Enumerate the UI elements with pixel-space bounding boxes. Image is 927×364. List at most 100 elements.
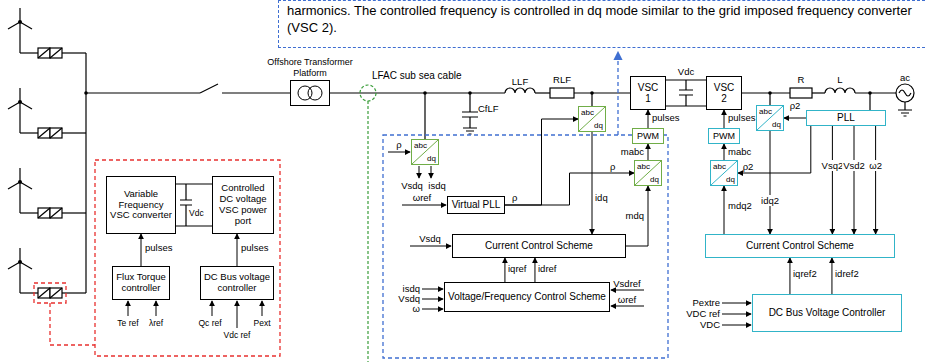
signal-label: isdq bbox=[403, 283, 420, 294]
blue-region bbox=[383, 52, 668, 358]
power-wire bbox=[574, 92, 630, 93]
signal-label: pulses bbox=[728, 112, 755, 123]
signal-label: Vsdref bbox=[613, 278, 640, 289]
signal-label: pulses bbox=[241, 242, 268, 253]
wind-turbine bbox=[8, 88, 86, 138]
box-text: VSC 2 bbox=[710, 82, 738, 105]
block-diagonal bbox=[635, 161, 661, 185]
power-wire bbox=[869, 93, 870, 110]
signal-label: iqref bbox=[508, 263, 526, 274]
signal-label: ρ bbox=[610, 161, 615, 172]
power-wire bbox=[790, 88, 812, 98]
cable-marker bbox=[367, 101, 368, 362]
signal-label: Vdc bbox=[189, 208, 204, 219]
signal-arrow bbox=[724, 186, 725, 234]
signal-stub bbox=[262, 301, 263, 316]
power-wire bbox=[855, 92, 896, 93]
signal-label: R bbox=[798, 74, 805, 85]
power-wire bbox=[591, 93, 592, 106]
signal-arrow bbox=[770, 131, 771, 234]
transformer-symbol bbox=[291, 81, 329, 105]
signal-arrow bbox=[534, 258, 535, 282]
power-wire bbox=[424, 93, 425, 139]
signal-label: Vdc bbox=[678, 66, 694, 77]
signal-label: mabc bbox=[621, 146, 644, 157]
pwm-block: PWM bbox=[632, 128, 664, 144]
control-scheme-box: Voltage/Frequency Control Scheme bbox=[444, 282, 610, 312]
power-wire bbox=[222, 92, 290, 93]
signal-label: VDC ref bbox=[686, 308, 720, 319]
signal-stub bbox=[237, 301, 238, 328]
signal-label: Vsdq bbox=[398, 293, 420, 304]
converter-box: Variable Frequency VSC converter bbox=[106, 176, 176, 234]
signal-label: isdq bbox=[428, 180, 445, 191]
signal-arrow bbox=[648, 144, 649, 160]
box-text: abc bbox=[581, 108, 594, 117]
box-text: abc bbox=[414, 141, 427, 150]
signal-stub bbox=[422, 309, 443, 310]
red-region bbox=[34, 160, 280, 356]
junction-dot bbox=[423, 91, 427, 95]
signal-label: idq bbox=[595, 192, 608, 203]
wind-turbine bbox=[8, 8, 86, 298]
box-text: Flux Torque controller bbox=[116, 272, 166, 294]
wind-turbine bbox=[8, 8, 86, 58]
signal-label: RLF bbox=[553, 74, 571, 85]
box-text: Controlled DC voltage VSC power port bbox=[216, 183, 270, 227]
signal-stub bbox=[212, 301, 213, 316]
box-text: harmonics. The controlled frequency is c… bbox=[287, 3, 921, 37]
power-wire bbox=[899, 90, 911, 96]
signal-label: idq2 bbox=[760, 195, 780, 206]
signal-arrow bbox=[724, 144, 725, 160]
signal-label: Vsq2 bbox=[821, 160, 845, 171]
signal-stub bbox=[419, 166, 420, 178]
box-text: Virtual PLL bbox=[452, 199, 501, 211]
box-text: Variable Frequency VSC converter bbox=[110, 189, 172, 222]
power-wire bbox=[812, 92, 825, 93]
signal-stub bbox=[422, 299, 443, 300]
signal-arrow bbox=[237, 234, 238, 266]
box-text: dq bbox=[427, 154, 436, 163]
power-wire bbox=[742, 92, 790, 93]
signal-label: LFAC sub sea cable bbox=[372, 70, 462, 81]
controller-box: Flux Torque controller bbox=[112, 266, 170, 300]
block-diagonal bbox=[579, 107, 605, 131]
signal-label: pulses bbox=[145, 242, 172, 253]
wind-turbine bbox=[8, 168, 86, 218]
converter-box: Controlled DC voltage VSC power port bbox=[212, 176, 274, 234]
signal-label: mabc bbox=[728, 146, 751, 157]
control-scheme-box: Current Control Scheme bbox=[705, 234, 895, 258]
signal-stub bbox=[611, 306, 644, 307]
signal-label: ac bbox=[900, 72, 910, 83]
power-wire bbox=[86, 92, 200, 93]
wind-turbine bbox=[8, 248, 86, 298]
box-text: Current Control Scheme bbox=[746, 240, 854, 252]
junction-dot bbox=[868, 91, 872, 95]
signal-label: λref bbox=[149, 318, 163, 329]
signal-label: ωref bbox=[618, 294, 637, 305]
block-diagonal bbox=[711, 161, 737, 185]
signal-label: VDC bbox=[700, 319, 720, 330]
power-wire bbox=[769, 93, 770, 105]
signal-label: ω bbox=[413, 303, 420, 314]
signal-arrow bbox=[784, 118, 806, 119]
signal-stub bbox=[402, 205, 446, 206]
signal-arrow bbox=[504, 258, 505, 282]
signal-label: idref bbox=[538, 263, 556, 274]
signal-label: Qc ref bbox=[198, 318, 221, 329]
platform-heading: Offshore Transformer Platform bbox=[258, 57, 362, 78]
transformer-box bbox=[290, 80, 330, 106]
signal-stub bbox=[128, 301, 129, 316]
power-wire bbox=[85, 53, 86, 293]
power-wire bbox=[462, 93, 478, 134]
box-text: dq bbox=[772, 120, 781, 129]
signal-arrow bbox=[724, 110, 725, 128]
signal-arrow bbox=[592, 132, 593, 234]
box-text: PLL bbox=[837, 112, 855, 124]
signal-stub bbox=[410, 246, 451, 247]
signal-label: Te ref bbox=[117, 318, 138, 329]
signal-label: Vdc ref bbox=[224, 330, 251, 341]
signal-label: mdq2 bbox=[728, 200, 752, 211]
signal-stub bbox=[388, 152, 410, 153]
junction-dot bbox=[468, 91, 472, 95]
